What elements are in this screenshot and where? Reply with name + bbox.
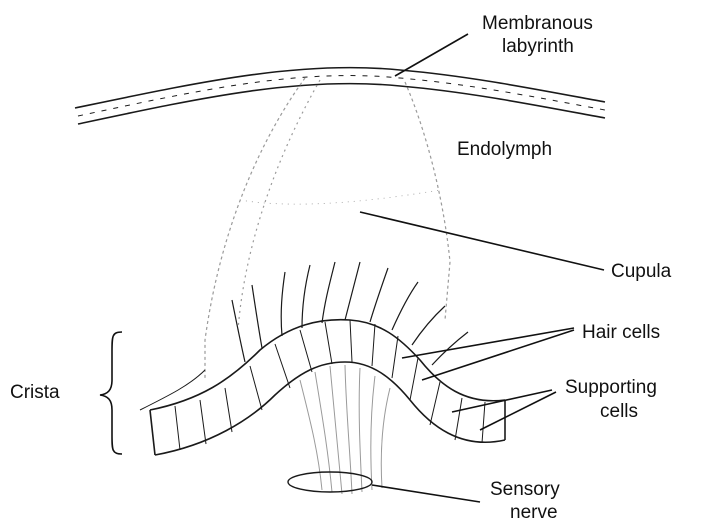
hair-cell-cilia <box>232 262 468 365</box>
leader-cupula <box>360 212 604 270</box>
label-membranous-line1: Membranous <box>482 13 593 34</box>
leader-hair-cells-1 <box>402 328 574 358</box>
crista-brace <box>100 332 122 454</box>
label-membranous-line2: labyrinth <box>502 36 574 57</box>
label-cupula: Cupula <box>611 261 672 282</box>
leader-membranous-labyrinth <box>395 34 468 76</box>
label-supporting-line2: cells <box>600 401 638 422</box>
label-sensory-line1: Sensory <box>490 479 560 500</box>
crista-epithelium <box>140 320 505 455</box>
leader-sensory-nerve <box>372 485 480 502</box>
label-endolymph: Endolymph <box>457 139 552 160</box>
membranous-labyrinth-wall <box>75 68 605 124</box>
label-hair-cells: Hair cells <box>582 322 660 343</box>
label-supporting-line1: Supporting <box>565 377 657 398</box>
sensory-nerve-fibers <box>288 365 390 494</box>
label-crista: Crista <box>10 382 60 403</box>
leader-hair-cells-2 <box>422 330 574 380</box>
label-sensory-line2: nerve <box>510 502 558 522</box>
